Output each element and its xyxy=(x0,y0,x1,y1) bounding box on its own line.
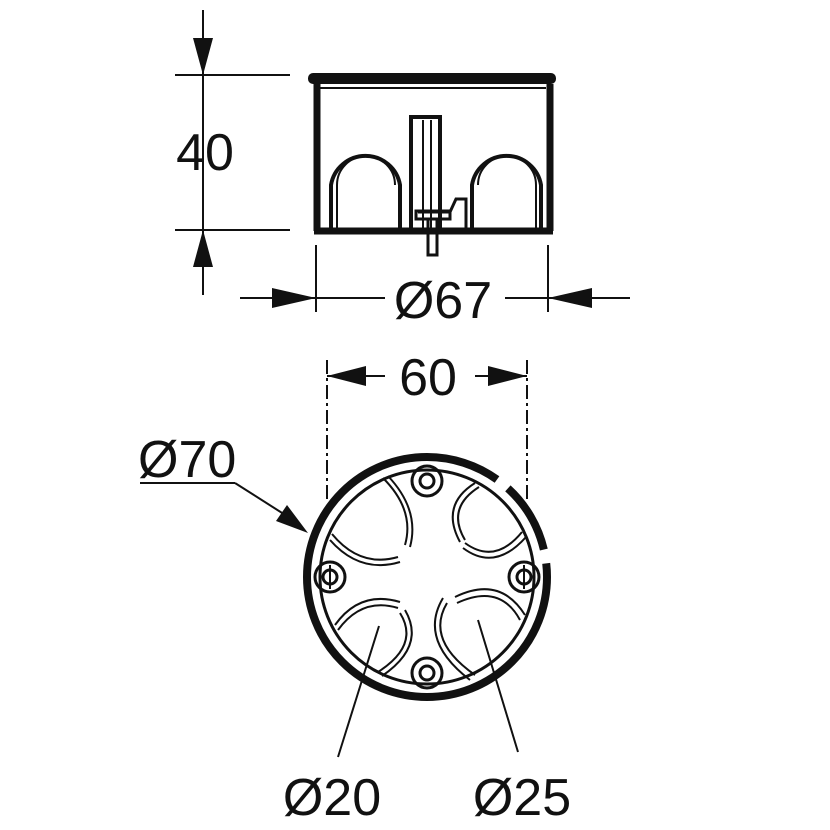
screw-spacing-dimension: 60 xyxy=(326,349,528,500)
knockout-25-label: Ø25 xyxy=(473,769,571,827)
arrow-right-icon xyxy=(488,366,527,386)
box-top-view xyxy=(303,453,551,758)
height-label: 40 xyxy=(176,124,234,182)
diameter-70-label: Ø70 xyxy=(138,431,236,489)
knockout xyxy=(334,597,413,677)
knockout xyxy=(329,475,414,567)
arrow-right-icon xyxy=(272,288,316,308)
arrow-left-icon xyxy=(548,288,592,308)
knockout-20-label: Ø20 xyxy=(283,769,381,827)
arrow-down-icon xyxy=(193,38,213,75)
screw-boss xyxy=(507,560,541,594)
knockout xyxy=(434,588,526,681)
arrow-icon xyxy=(276,505,308,533)
diameter-67-label: Ø67 xyxy=(394,272,492,330)
screw-boss xyxy=(313,560,347,594)
diameter-67-dimension: Ø67 xyxy=(240,245,630,330)
screw-boss xyxy=(410,656,444,690)
screw-spacing-label: 60 xyxy=(399,349,457,407)
arrow-up-icon xyxy=(193,230,213,267)
box-side-view xyxy=(308,73,556,257)
arrow-left-icon xyxy=(327,366,366,386)
screw-boss xyxy=(410,464,444,498)
height-dimension: 40 xyxy=(175,10,290,295)
knockout xyxy=(451,482,527,559)
diameter-70-callout: Ø70 xyxy=(138,431,308,533)
